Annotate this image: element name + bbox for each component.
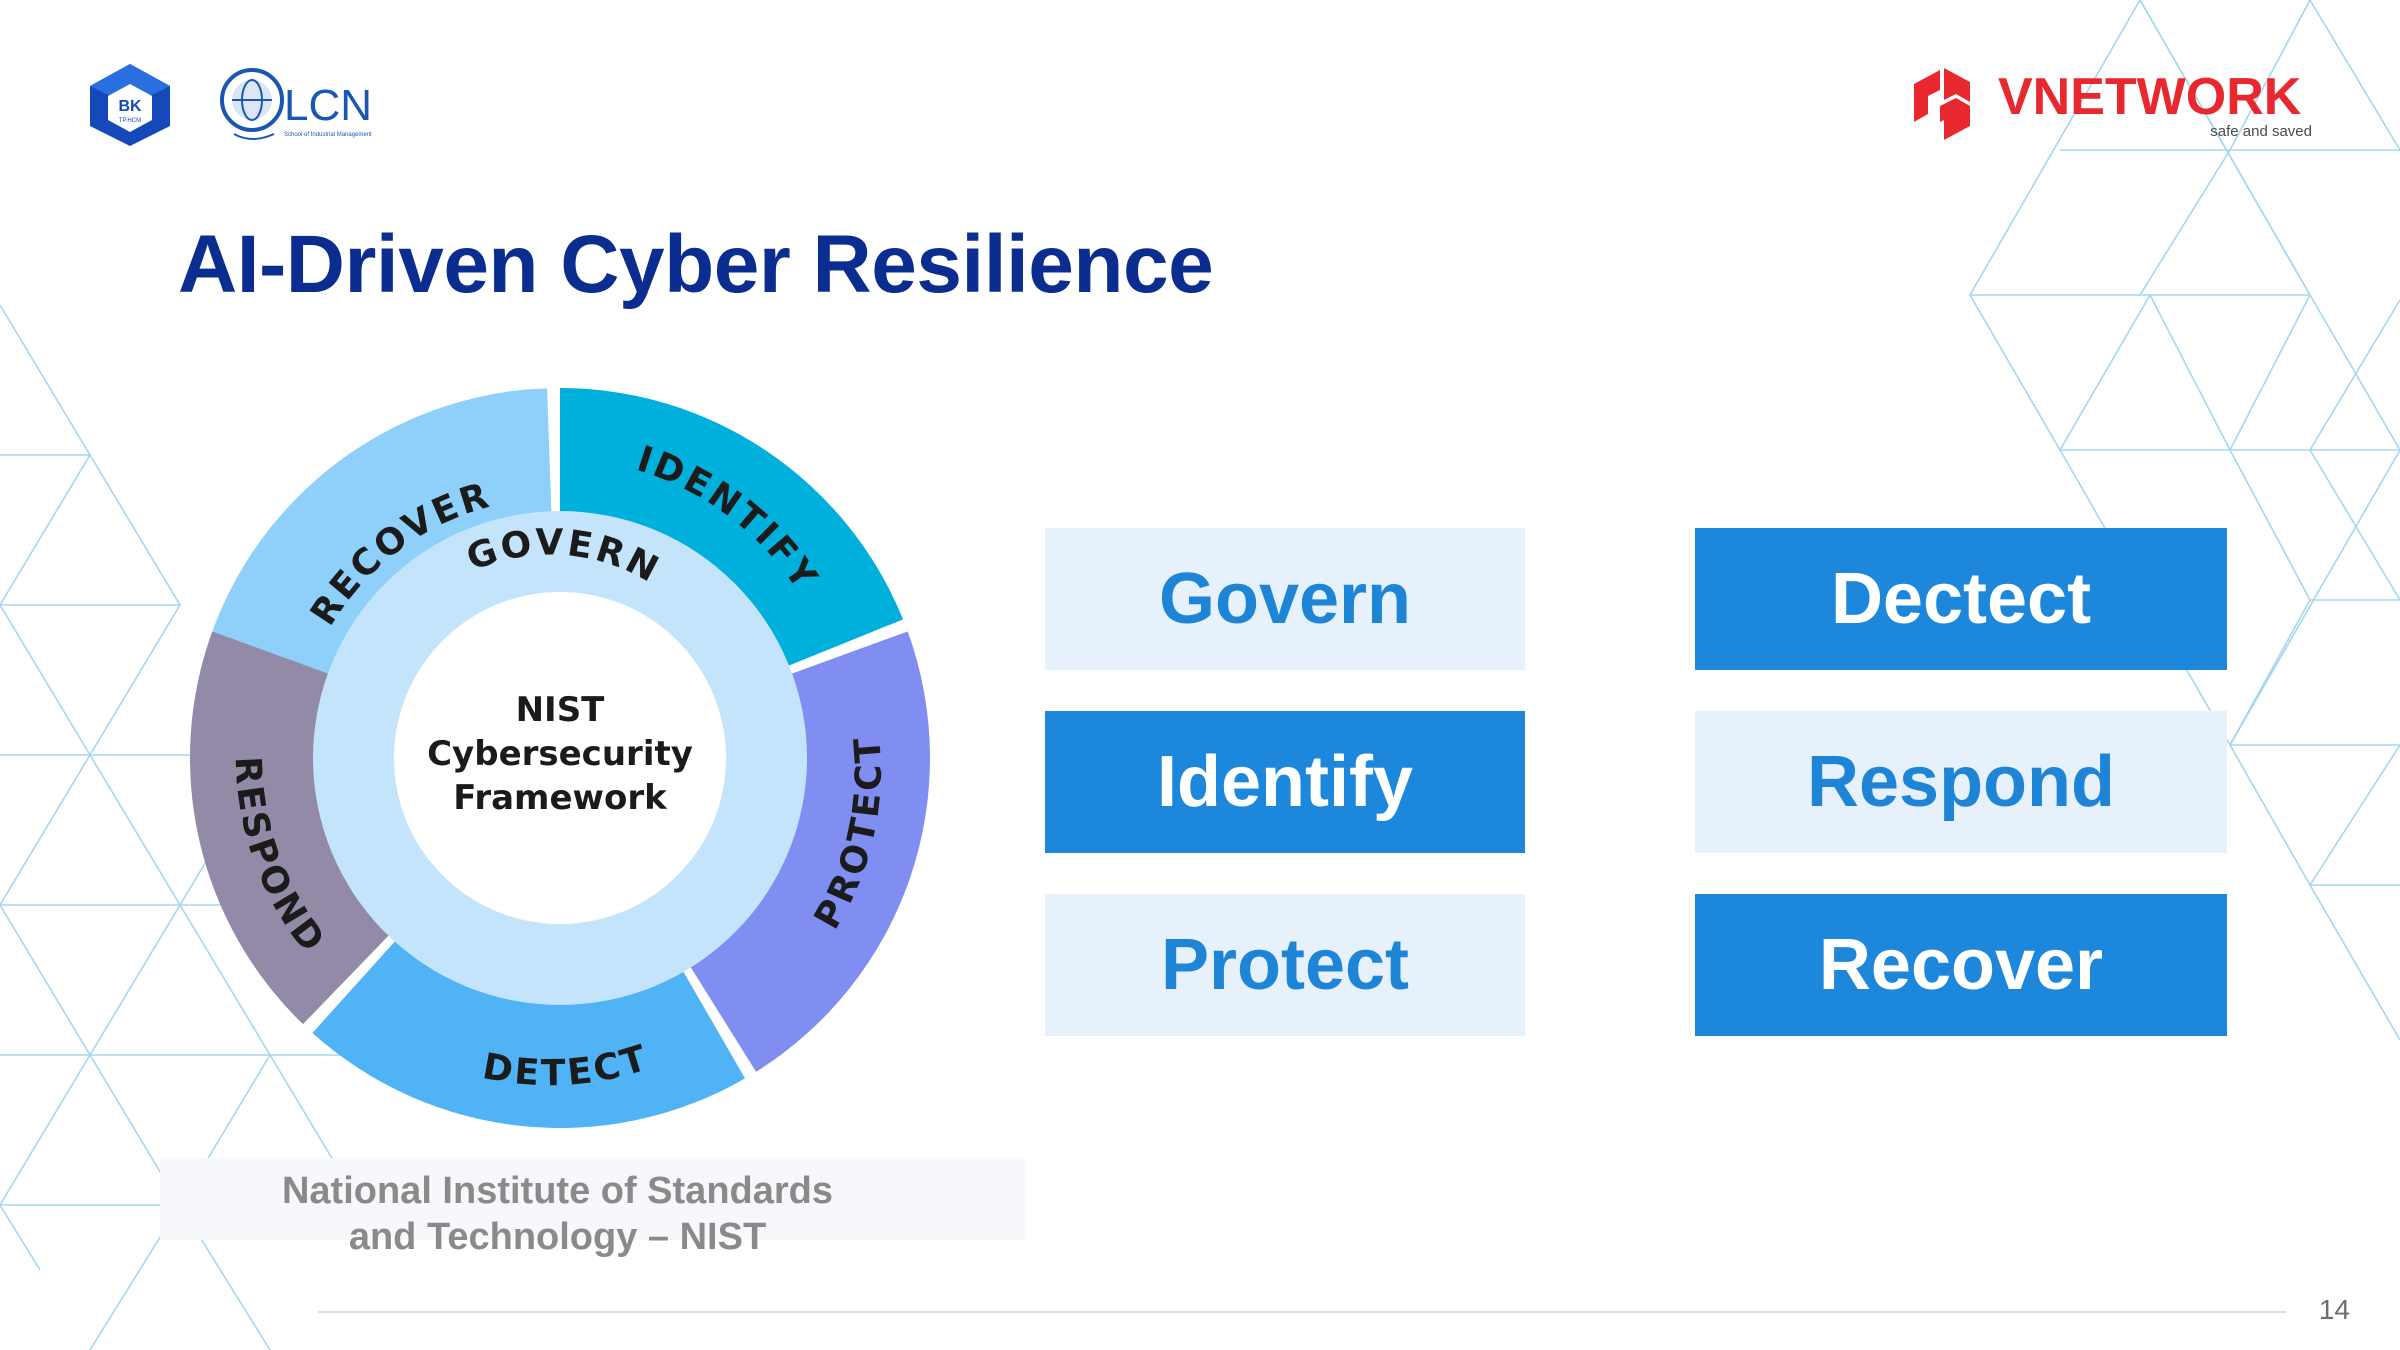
lcn-logo: LCN School of Industrial Management: [220, 68, 372, 140]
function-label: Respond: [1806, 742, 2115, 822]
wheel-segment-detect: [312, 934, 745, 1128]
function-label: Protect: [1160, 925, 1410, 1005]
wheel-segments: [189, 388, 930, 1128]
center-line-1: NIST: [516, 690, 606, 730]
function-label: Govern: [1158, 559, 1412, 639]
function-box-protect[interactable]: Protect: [1045, 894, 1525, 1036]
bk-university-logo: BK TP.HCM: [90, 64, 170, 146]
svg-text:TP.HCM: TP.HCM: [119, 118, 141, 124]
center-line-3: Framework: [453, 778, 668, 818]
function-label: Recover: [1818, 925, 2104, 1005]
wheel-segment-identify: [560, 388, 904, 669]
nist-caption: National Institute of Standards and Tech…: [160, 1168, 955, 1260]
function-box-identify[interactable]: Identify: [1045, 711, 1525, 853]
footer-divider: [318, 1311, 2286, 1313]
function-label: Dectect: [1830, 559, 2092, 639]
function-box-recover[interactable]: Recover: [1695, 894, 2227, 1036]
vnetwork-logo: VNETWORK safe and saved: [1914, 68, 2312, 140]
wheel-center: [394, 592, 726, 924]
svg-text:BK: BK: [118, 98, 142, 115]
function-box-respond[interactable]: Respond: [1695, 711, 2227, 853]
center-line-2: Cybersecurity: [427, 734, 693, 774]
caption-line-2: and Technology – NIST: [348, 1216, 767, 1258]
caption-background: [160, 1158, 1025, 1240]
function-box-detect[interactable]: Dectect: [1695, 528, 2227, 670]
function-label: Identify: [1156, 742, 1413, 822]
page-number: 14: [2318, 1294, 2350, 1325]
page-title: AI-Driven Cyber Resilience: [178, 219, 1214, 310]
nist-framework-wheel: RECOVER IDENTIFY PROTECT DETECT RESPOND …: [189, 388, 930, 1128]
wheel-segment-respond: [189, 631, 395, 1025]
caption-line-1: National Institute of Standards: [281, 1170, 834, 1212]
svg-text:safe and saved: safe and saved: [2210, 123, 2312, 140]
wheel-segment-protect: [686, 631, 930, 1072]
function-box-govern[interactable]: Govern: [1045, 528, 1525, 670]
svg-text:VNETWORK: VNETWORK: [1998, 68, 2302, 126]
svg-text:LCN: LCN: [284, 81, 372, 130]
svg-text:School of Industrial Managemen: School of Industrial Management: [284, 132, 372, 138]
